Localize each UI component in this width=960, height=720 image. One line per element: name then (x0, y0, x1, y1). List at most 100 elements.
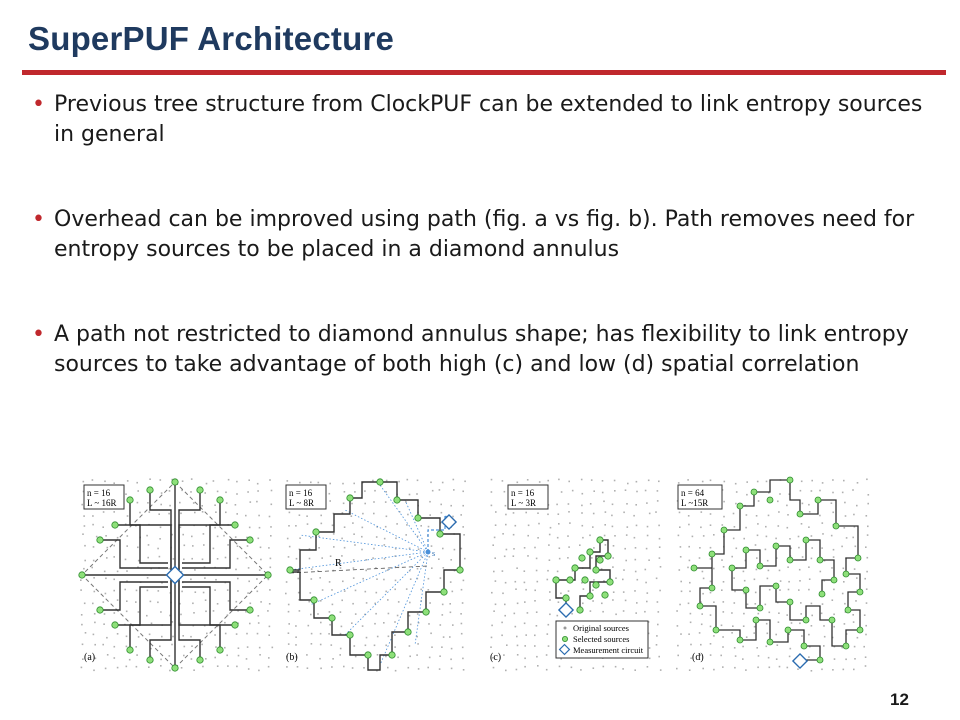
original-source-dot (105, 577, 107, 580)
original-source-dot (464, 480, 466, 483)
original-source-dot (214, 526, 216, 529)
original-source-dot (766, 577, 769, 580)
original-source-dot (700, 526, 702, 529)
original-source-dot (502, 592, 504, 595)
original-source-dot (535, 625, 538, 627)
original-source-dot (148, 666, 150, 668)
original-source-dot (364, 613, 366, 616)
original-source-dot (546, 578, 549, 581)
original-source-dot (171, 478, 173, 481)
original-source-dot (237, 610, 239, 612)
original-source-dot (603, 500, 605, 503)
original-source-dot (501, 570, 504, 572)
original-source-dot (612, 599, 614, 601)
original-source-dot (106, 546, 109, 549)
original-source-dot (385, 655, 387, 658)
original-source-dot (581, 512, 583, 514)
original-source-dot (126, 535, 129, 537)
original-source-dot (625, 559, 627, 562)
info-box (507, 484, 549, 510)
original-source-dot (179, 602, 181, 605)
original-source-dot (246, 646, 249, 648)
original-source-dot (524, 657, 526, 660)
selected-sources (286, 478, 464, 659)
original-source-dot (180, 613, 182, 616)
original-source-dot (614, 490, 616, 492)
panel-d: n = 64 L ~15R (d) (677, 476, 864, 670)
original-source-dot (103, 570, 106, 573)
original-source-dot (722, 636, 724, 638)
original-source-dot (624, 489, 627, 491)
original-source-dot (745, 669, 747, 671)
original-source-dot (328, 492, 331, 495)
original-source-dot (286, 666, 288, 668)
original-source-dot (193, 612, 195, 614)
original-source-dot (720, 654, 722, 657)
original-source-dot (687, 602, 690, 605)
original-source-dot (93, 613, 96, 615)
original-source-dot (733, 602, 736, 604)
original-source-dot (702, 667, 704, 670)
original-source-dot (515, 668, 518, 671)
original-source-dot (777, 525, 780, 527)
original-source-dot (523, 570, 526, 572)
original-source-dot (194, 569, 196, 571)
original-source-dot (385, 491, 387, 493)
original-source-dot (451, 590, 454, 593)
original-source-dot (524, 645, 526, 647)
original-source-dot (558, 478, 560, 481)
original-source-dot (214, 634, 216, 636)
original-source-dot (93, 669, 95, 672)
original-source-dot (95, 535, 98, 538)
original-source-dot (439, 655, 441, 657)
original-source-dot (821, 547, 823, 549)
original-source-dot (205, 658, 207, 660)
original-source-dot (383, 544, 386, 546)
original-source-dot (832, 669, 834, 671)
original-source-dot (462, 526, 464, 528)
original-source-dot (622, 610, 625, 612)
original-source-dot (168, 567, 170, 570)
original-source-dot (202, 591, 205, 594)
measurement-circuit-icon (440, 513, 458, 531)
original-source-dot (743, 592, 746, 595)
original-source-dot (376, 578, 378, 580)
original-source-dot (624, 547, 626, 550)
original-source-dot (745, 636, 748, 638)
original-source-dot (245, 557, 248, 559)
original-source-dot (258, 526, 261, 529)
original-source-dot (833, 625, 835, 628)
original-source-dot (633, 514, 635, 517)
original-source-dot (646, 592, 649, 594)
original-source-dot (216, 558, 219, 560)
original-source-dot (428, 656, 431, 659)
original-source-dot (866, 556, 869, 559)
original-source-dot (570, 666, 573, 669)
original-source-dot (534, 600, 536, 602)
original-source-dot (116, 570, 119, 573)
original-source-dot (644, 610, 646, 613)
original-source-dot (394, 646, 396, 648)
original-source-dot (493, 610, 495, 612)
original-source-dot (601, 491, 604, 494)
original-source-dot (339, 632, 342, 635)
original-source-dot (593, 547, 595, 549)
original-source-dot (536, 580, 539, 583)
original-source-dot (298, 610, 301, 612)
original-source-dot (790, 622, 793, 624)
original-source-dot (80, 589, 82, 591)
original-source-dot (733, 647, 736, 649)
original-source-dot (833, 588, 835, 591)
original-source-dot (713, 601, 715, 603)
original-source-dot (83, 602, 86, 605)
original-source-dot (831, 567, 833, 569)
original-source-dot (157, 590, 160, 592)
original-source-dot (427, 525, 430, 528)
original-source-dot (786, 666, 789, 669)
original-source-dot (394, 621, 396, 623)
original-source-dot (420, 555, 423, 558)
original-source-dot (688, 523, 690, 526)
original-source-dot (601, 480, 604, 482)
original-source-dot (832, 479, 834, 481)
original-source-dot (449, 611, 452, 614)
